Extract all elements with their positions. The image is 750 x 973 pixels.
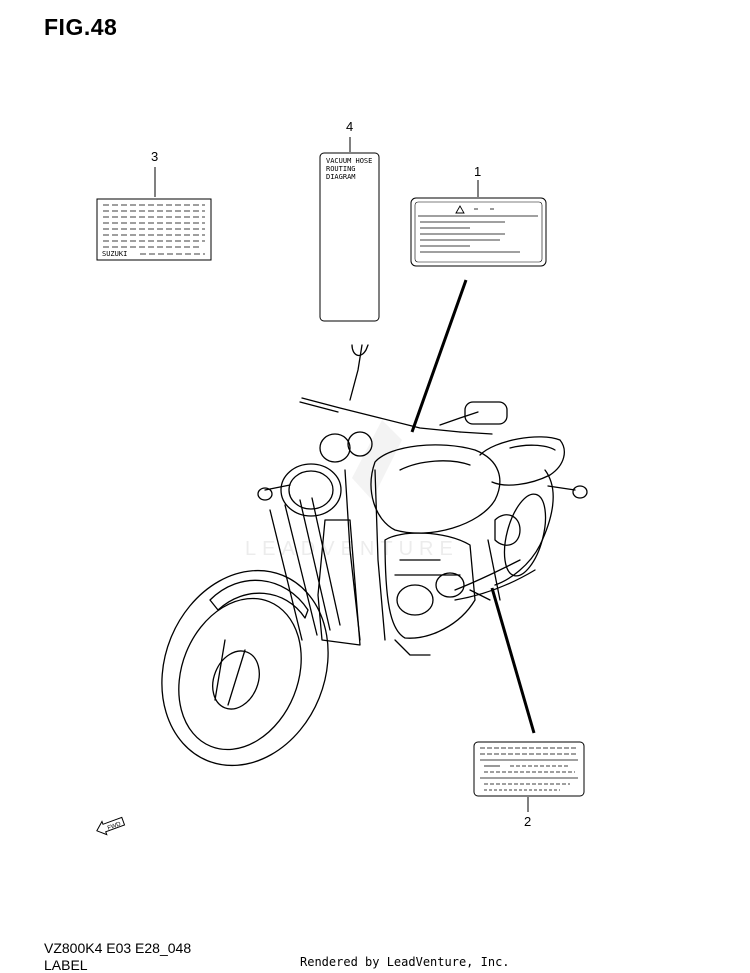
label-4-line1: VACUUM HOSE (326, 157, 372, 165)
model-code: VZ800K4 E03 E28_048 (44, 940, 192, 956)
callout-3: 3 (151, 149, 158, 164)
radiator (317, 519, 361, 646)
label-4-line2: ROUTING (326, 165, 356, 173)
leader-line-2 (490, 587, 536, 734)
render-credit: Rendered by LeadVenture, Inc. (300, 955, 510, 969)
fwd-arrow-icon: FWD (96, 816, 126, 836)
section-name: LABEL (44, 957, 88, 973)
callout-4: 4 (346, 119, 353, 134)
warning-triangle-icon (455, 205, 465, 214)
label-4-part[interactable]: VACUUM HOSE ROUTING DIAGRAM (319, 137, 380, 322)
callout-2: 2 (524, 814, 531, 829)
fwd-label: FWD (107, 821, 123, 832)
callout-1: 1 (474, 164, 481, 179)
label-1-part[interactable] (410, 180, 547, 267)
label-3-brand: SUZUKI (102, 250, 127, 258)
seat (479, 436, 565, 486)
label-2-part[interactable] (473, 741, 585, 812)
headlight (280, 463, 342, 517)
leader-line-1 (410, 279, 468, 433)
engine (384, 532, 476, 639)
label-3-part[interactable]: SUZUKI (96, 167, 212, 261)
label-4-line3: DIAGRAM (326, 173, 356, 181)
motorcycle-drawing (161, 344, 588, 767)
fuel-tank (370, 444, 501, 534)
figure-title: FIG.48 (44, 14, 118, 40)
front-wheel (161, 569, 329, 767)
